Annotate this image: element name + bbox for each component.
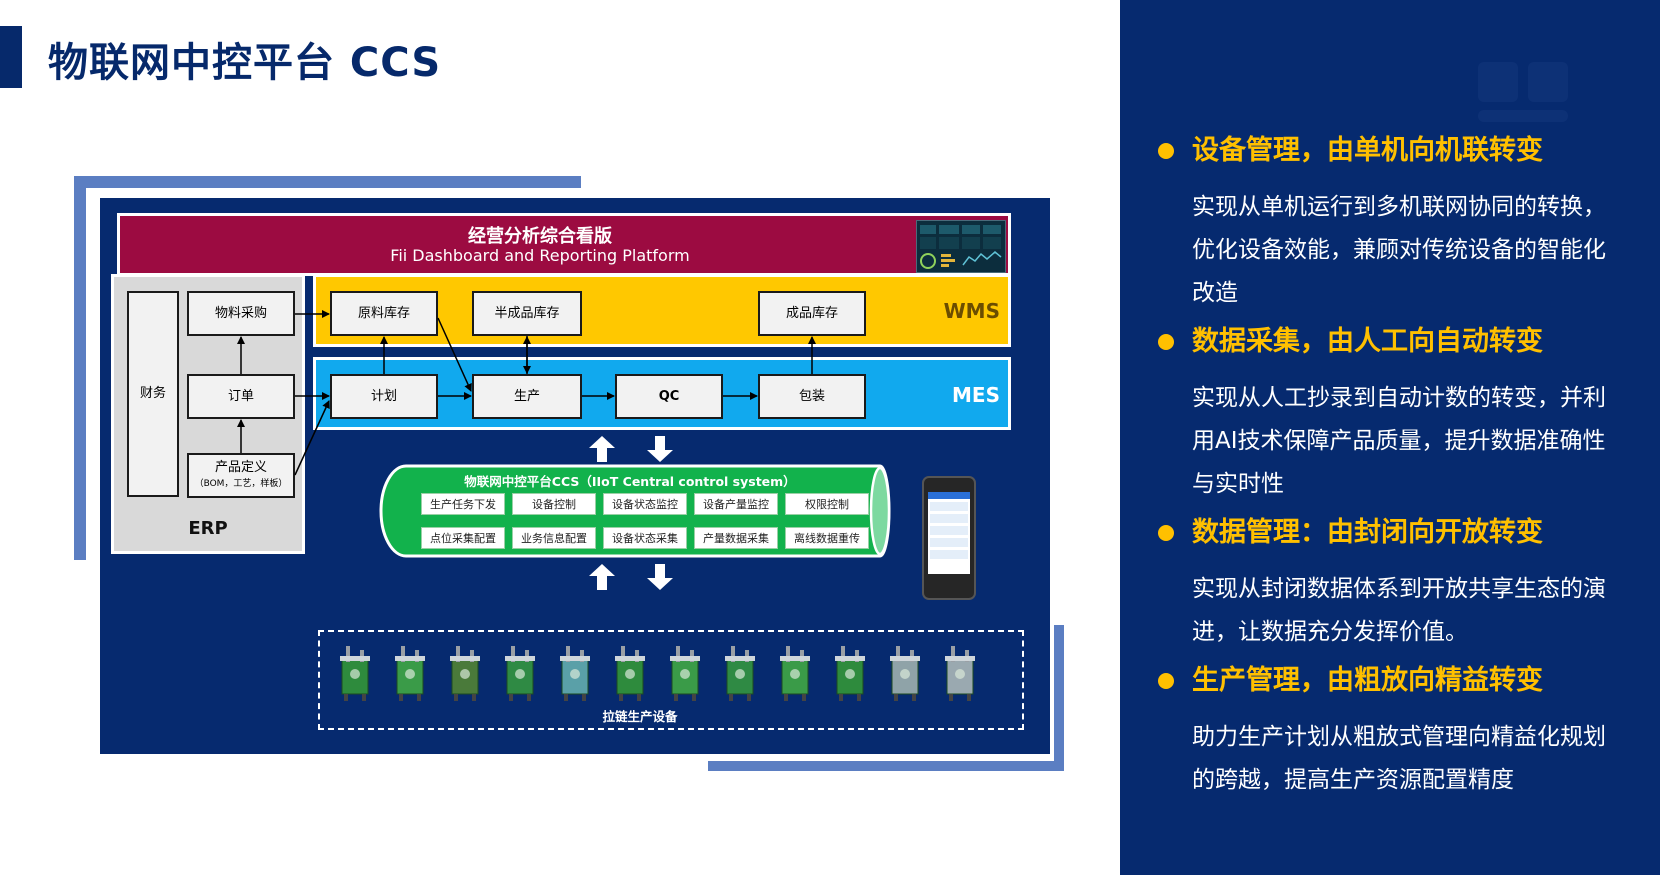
node-order: 订单 <box>187 374 295 419</box>
ccs-module: 生产任务下发 <box>421 493 505 515</box>
production-machine-icon <box>890 646 920 701</box>
arrow-down-mes <box>647 436 673 462</box>
decor-frame-top <box>74 176 581 188</box>
bullet-heading: 数据管理：由封闭向开放转变 <box>1192 517 1543 548</box>
node-finance: 财务 <box>127 291 179 497</box>
decor-frame-right <box>1054 625 1064 771</box>
bullet-text: 实现从单机运行到多机联网协同的转换，优化设备效能，兼顾对传统设备的智能化改造 <box>1192 194 1606 306</box>
page-title: 物联网中控平台 CCS <box>48 40 442 86</box>
production-machine-icon <box>835 646 865 701</box>
bullet-dot <box>1158 673 1174 689</box>
ccs-module: 产量数据采集 <box>694 527 778 549</box>
node-qc: QC <box>615 374 723 419</box>
arrow-product-to-plan <box>294 400 330 476</box>
production-machine-icon <box>450 646 480 701</box>
node-raw-stock: 原料库存 <box>330 291 438 336</box>
equipment-row <box>332 638 1012 706</box>
dashboard-title-cn: 经营分析综合看版 <box>468 226 612 247</box>
ccs-module: 设备产量监控 <box>694 493 778 515</box>
node-product-definition: 产品定义 （BOM，工艺，样板） <box>187 453 295 498</box>
ccs-module: 权限控制 <box>785 493 869 515</box>
dashboard-title-en: Fii Dashboard and Reporting Platform <box>390 246 690 265</box>
dashboard-bar: 经营分析综合看版 Fii Dashboard and Reporting Pla… <box>117 213 1011 276</box>
production-machine-icon <box>725 646 755 701</box>
handheld-screen <box>928 492 970 574</box>
decor-frame-bottom <box>708 761 1064 771</box>
dashboard-thumbnail <box>916 220 1006 273</box>
node-production: 生产 <box>472 374 582 419</box>
product-definition-title: 产品定义 <box>214 459 267 475</box>
bullet-text: 实现从封闭数据体系到开放共享生态的演进，让数据充分发挥价值。 <box>1192 576 1606 645</box>
ccs-module: 设备控制 <box>512 493 596 515</box>
wms-label: WMS <box>943 299 1000 323</box>
bullet-dot <box>1158 334 1174 350</box>
production-machine-icon <box>670 646 700 701</box>
bullet-3: 数据管理：由封闭向开放转变 实现从封闭数据体系到开放共享生态的演进，让数据充分发… <box>1158 516 1628 654</box>
bullet-4: 生产管理，由粗放向精益转变 助力生产计划从粗放式管理向精益化规划的跨越，提高生产… <box>1158 664 1628 802</box>
mes-label: MES <box>952 383 1000 407</box>
title-accent-bar <box>0 26 22 88</box>
production-machine-icon <box>340 646 370 701</box>
ccs-module: 设备状态监控 <box>603 493 687 515</box>
equipment-label: 拉链生产设备 <box>602 709 678 724</box>
ccs-module: 离线数据重传 <box>785 527 869 549</box>
bullet-heading: 数据采集，由人工向自动转变 <box>1192 326 1543 357</box>
bullet-heading: 设备管理，由单机向机联转变 <box>1192 135 1543 166</box>
production-machine-icon <box>945 646 975 701</box>
production-machine-icon <box>505 646 535 701</box>
arrow-raw-to-production <box>437 317 472 392</box>
erp-label: ERP <box>188 518 228 539</box>
architecture-diagram: 经营分析综合看版 Fii Dashboard and Reporting Pla… <box>100 198 1050 754</box>
arrow-down-devices <box>647 564 673 590</box>
production-machine-icon <box>780 646 810 701</box>
production-machine-icon <box>615 646 645 701</box>
production-machine-icon <box>560 646 590 701</box>
decor-frame-left <box>74 176 86 560</box>
node-finished-stock: 成品库存 <box>758 291 866 336</box>
handheld-terminal <box>922 476 976 600</box>
bullet-dot <box>1158 143 1174 159</box>
ccs-module: 业务信息配置 <box>512 527 596 549</box>
node-plan: 计划 <box>330 374 438 419</box>
watermark-icon <box>1478 62 1576 124</box>
ccs-module: 点位采集配置 <box>421 527 505 549</box>
arrow-up-mes <box>589 436 615 462</box>
bullet-1: 设备管理，由单机向机联转变 实现从单机运行到多机联网协同的转换，优化设备效能，兼… <box>1158 134 1628 315</box>
bullet-text: 助力生产计划从粗放式管理向精益化规划的跨越，提高生产资源配置精度 <box>1192 724 1606 793</box>
ccs-module: 设备状态采集 <box>603 527 687 549</box>
bullet-2: 数据采集，由人工向自动转变 实现从人工抄录到自动计数的转变，并利用AI技术保障产… <box>1158 325 1628 506</box>
node-semi-stock: 半成品库存 <box>472 291 582 336</box>
bullet-dot <box>1158 525 1174 541</box>
arrow-up-devices <box>589 564 615 590</box>
node-packing: 包装 <box>758 374 866 419</box>
node-purchase: 物料采购 <box>187 291 295 336</box>
ccs-cylinder-cap <box>869 466 891 556</box>
bullet-heading: 生产管理，由粗放向精益转变 <box>1192 665 1543 696</box>
right-panel <box>1120 0 1660 875</box>
ccs-title: 物联网中控平台CCS（IIoT Central control system） <box>464 474 796 489</box>
bullet-text: 实现从人工抄录到自动计数的转变，并利用AI技术保障产品质量，提升数据准确性与实时… <box>1192 385 1606 497</box>
product-definition-detail: （BOM，工艺，样板） <box>194 478 288 489</box>
production-machine-icon <box>395 646 425 701</box>
equipment-area <box>318 630 1024 730</box>
